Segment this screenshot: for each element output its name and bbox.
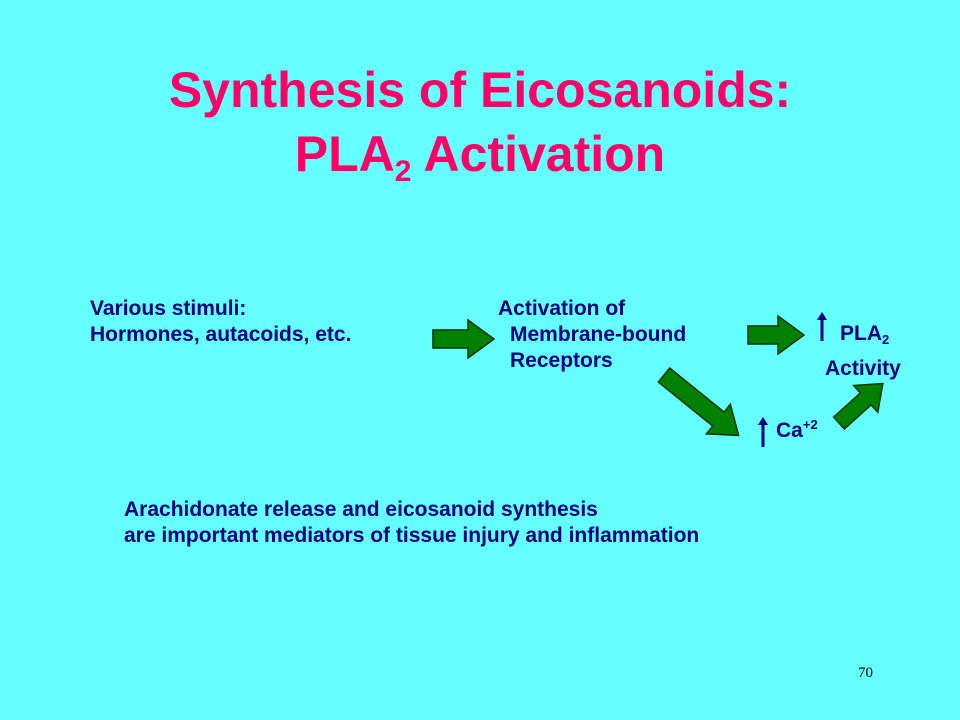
pla2-activity-node: PLA2: [840, 321, 889, 347]
stimuli-node: Various stimuli: Hormones, autacoids, et…: [90, 296, 351, 348]
pla2-activity-label: Activity: [825, 357, 901, 380]
calcium-node: Ca+2: [776, 417, 818, 442]
summary-line-1: Arachidonate release and eicosanoid synt…: [124, 498, 598, 521]
receptors-line-2: Membrane-bound: [510, 323, 687, 346]
stimuli-line-2: Hormones, autacoids, etc.: [90, 323, 352, 346]
arrow-receptors-to-calcium: [657, 366, 740, 437]
increase-arrow-icon: [817, 312, 827, 341]
slide-title: Synthesis of Eicosanoids: PLA2 Activatio…: [0, 58, 960, 188]
title-line-2: PLA2 Activation: [294, 126, 666, 188]
receptors-line-3: Receptors: [510, 349, 613, 372]
increase-arrow-icon: [758, 417, 768, 447]
pla2-label: PLA2: [840, 322, 890, 347]
arrow-calcium-to-pla2: [832, 382, 884, 431]
page-number: 70: [858, 665, 873, 681]
arrow-receptors-to-pla2: [747, 314, 806, 356]
receptors-line-1: Activation of: [498, 297, 626, 320]
receptors-node: Activation of Membrane-bound Receptors: [498, 296, 686, 374]
summary-note: Arachidonate release and eicosanoid synt…: [124, 497, 699, 549]
arrow-stimuli-to-receptors: [432, 318, 496, 360]
stimuli-line-1: Various stimuli:: [90, 297, 247, 320]
title-line-1: Synthesis of Eicosanoids:: [168, 62, 792, 118]
summary-line-2: are important mediators of tissue injury…: [124, 524, 700, 547]
